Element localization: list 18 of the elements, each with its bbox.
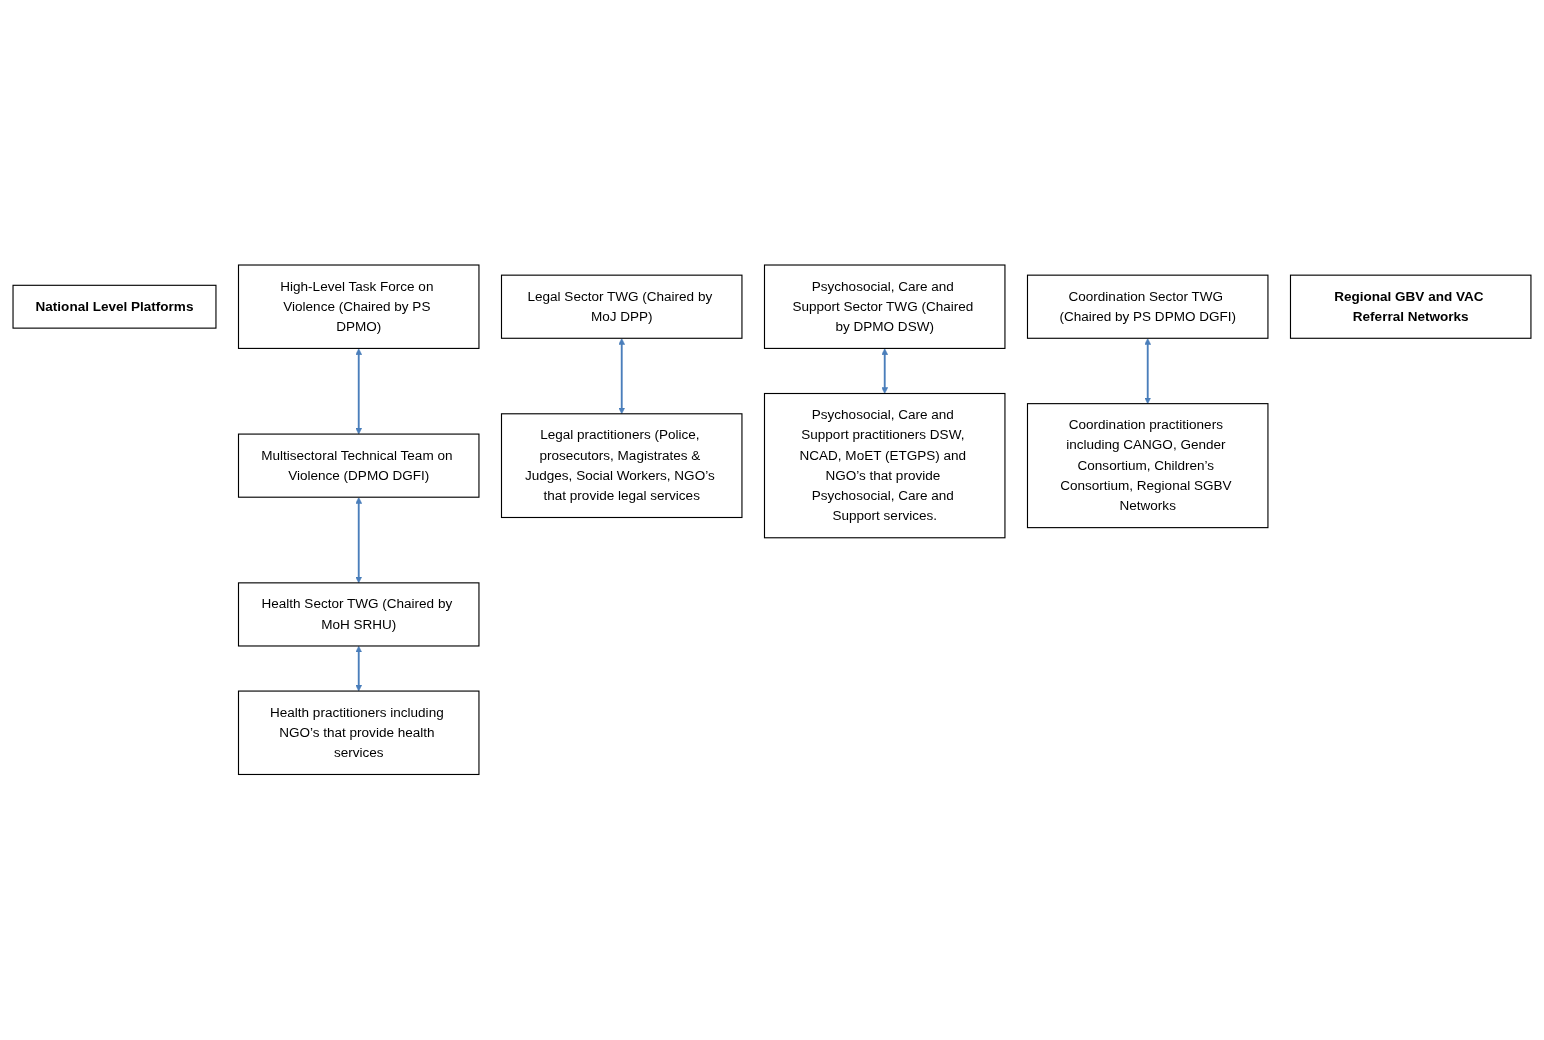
arrow xyxy=(881,348,889,395)
node-box: Multisectoral Technical Team on Violence (DPMO DGFI) xyxy=(237,433,480,498)
arrow xyxy=(618,338,626,415)
arrow xyxy=(355,497,363,584)
node-box: Health Sector TWG (Chaired by MoH SRHU) xyxy=(237,582,480,647)
node-box: High-Level Task Force on Violence (Chaired by PS DPMO) xyxy=(237,264,480,350)
node-box: National Level Platforms xyxy=(12,285,217,329)
node-box: Psychosocial, Care and Support practitioners DSW, NCAD, MoET (ETGPS) and NGO’s that provide Psychosocial, Care and Support services. xyxy=(763,393,1006,539)
node-box: Regional GBV and VAC Referral Networks xyxy=(1289,274,1532,340)
node-box: Coordination practitioners including CANGO, Gender Consortium, Children’s Consortium, Regional SGBV Networks xyxy=(1026,403,1269,529)
arrow xyxy=(1144,338,1152,405)
node-box: Legal Sector TWG (Chaired by MoJ DPP) xyxy=(500,274,743,340)
node-box: Psychosocial, Care and Support Sector TWG (Chaired by DPMO DSW) xyxy=(763,264,1006,350)
arrow xyxy=(355,348,363,435)
node-box: Health practitioners including NGO’s that provide health services xyxy=(237,690,480,776)
arrow xyxy=(355,646,363,692)
node-box: Coordination Sector TWG (Chaired by PS DPMO DGFI) xyxy=(1026,274,1269,340)
node-box: Legal practitioners (Police, prosecutors, Magistrates & Judges, Social Workers, NGO’s that provide legal services xyxy=(500,413,743,519)
